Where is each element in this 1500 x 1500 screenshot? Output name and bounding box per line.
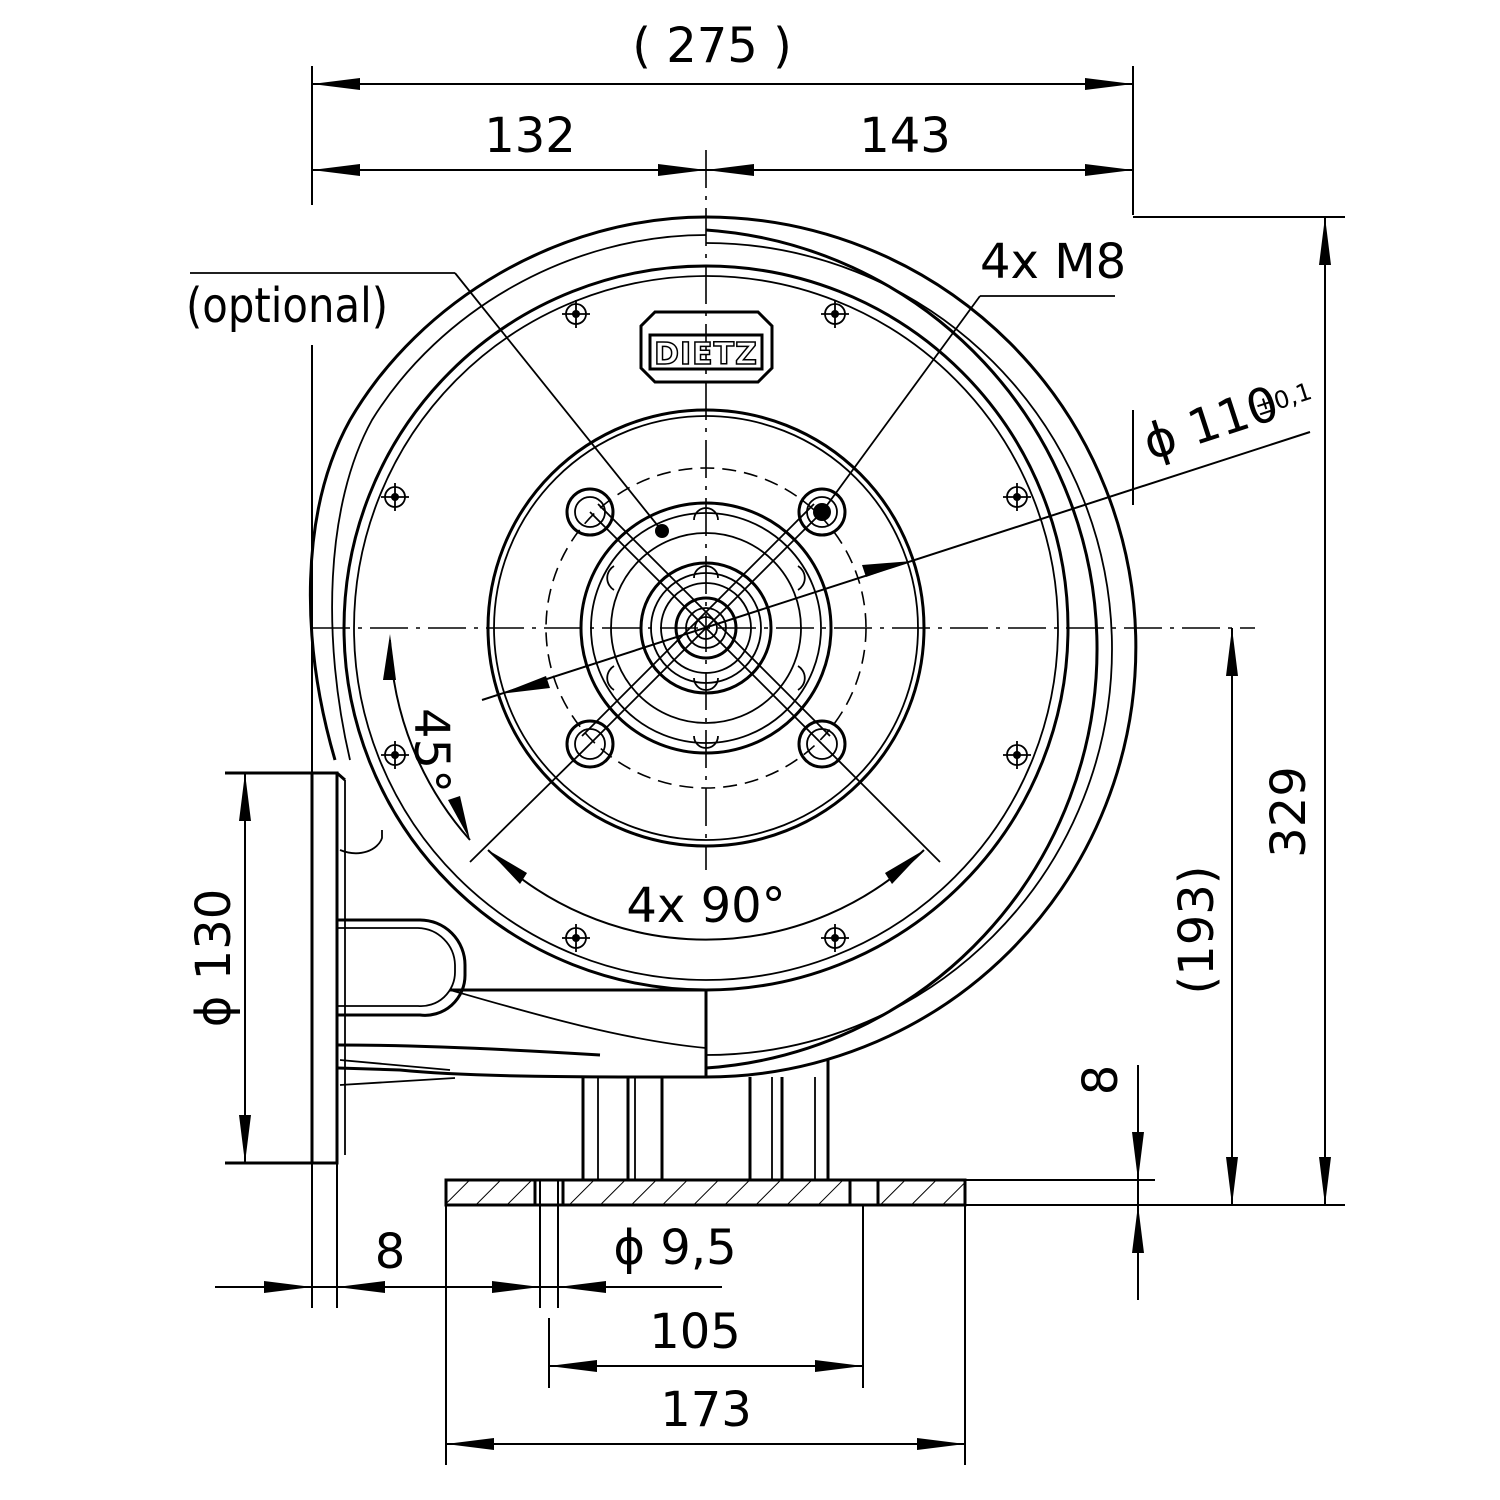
optional-leader [190,272,663,532]
angle-90-dim [487,743,941,941]
hole-spacing-label: 105 [649,1304,741,1360]
total-height-label: 329 [1261,766,1317,858]
dim-left-right-width [312,164,1133,176]
mount-holes [565,487,847,769]
hole-diameter-label: ϕ 9,5 [613,1220,736,1276]
bolt-circle-label: ϕ 110 [1136,375,1285,471]
base-plate [444,1178,967,1207]
angle-45-dim [383,634,591,863]
base-thickness-label: 8 [1073,1065,1129,1096]
dietz-logo: DIETZ [639,310,774,384]
inner-ring-features [606,507,806,749]
dim-total-height [965,216,1345,1206]
outlet-diameter-label: ϕ 130 [186,889,242,1028]
dim-outlet-diameter [239,773,251,1163]
bolt-circle-dim [481,431,1311,701]
dim-center-height [1226,628,1238,1205]
angle-45-label: 45° [403,708,459,793]
dim-hole-diameter [432,1180,722,1308]
dim-hole-spacing [548,1205,864,1388]
support-legs [581,1060,830,1180]
housing-screws [381,300,1031,952]
flange-thickness-label: 8 [375,1224,406,1280]
m8-leader [821,295,1115,513]
dim-base-thickness [965,1065,1155,1300]
logo-text: DIETZ [654,337,758,372]
dim-base-width [445,1205,966,1465]
center-height-label: (193) [1169,865,1225,994]
right-width-label: 143 [859,108,951,164]
dim-overall-width [311,66,1134,215]
angle-90-label: 4x 90° [626,878,785,934]
optional-label: (optional) [186,278,388,334]
base-width-label: 173 [660,1382,752,1438]
fan-housing [308,215,1138,1079]
overall-width-label: ( 275 ) [632,18,792,74]
motor-flange [486,408,926,848]
left-width-label: 132 [484,108,576,164]
mount-screws-label: 4x M8 [980,234,1126,290]
outlet-flange [225,771,467,1165]
